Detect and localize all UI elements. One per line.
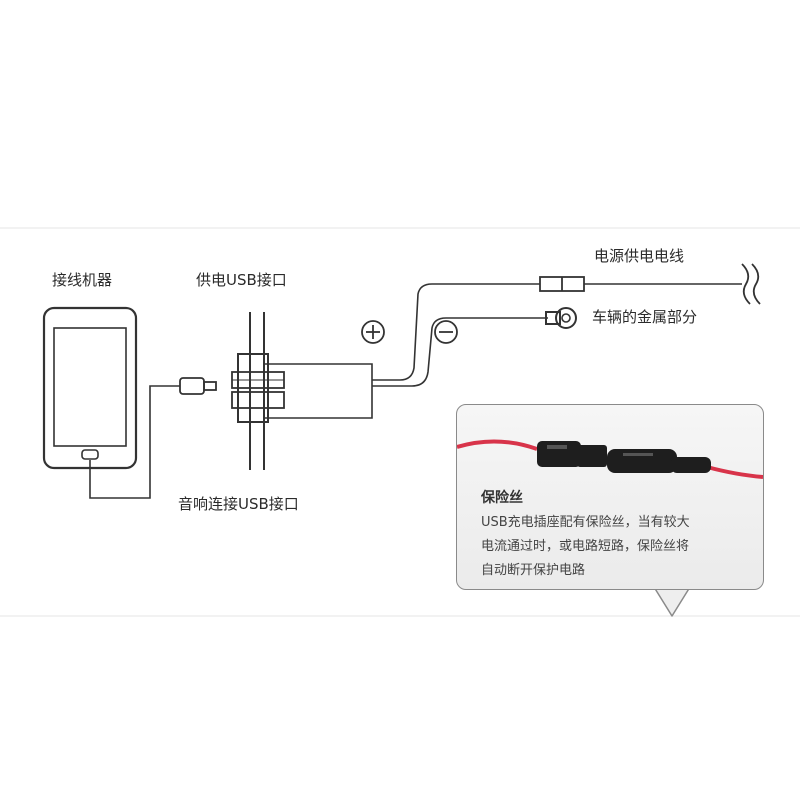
fuse-photo: [457, 439, 763, 479]
ring-terminal-icon: [545, 307, 577, 329]
fuse-title: 保险丝: [481, 490, 523, 506]
fuse-desc-line-3: 自动断开保护电路: [481, 563, 586, 578]
socket-body: [264, 363, 373, 419]
negative-wire: [372, 317, 548, 387]
wire-break-icon: [741, 263, 761, 305]
positive-wire: [372, 283, 540, 381]
phone-cable: [89, 385, 180, 499]
fuse-callout: 保险丝 USB充电插座配有保险丝，当有较大 电流通过时，或电路短路，保险丝将 自…: [456, 404, 764, 590]
vehicle-metal-label: 车辆的金属部分: [592, 308, 698, 326]
red-wire-right: [706, 465, 763, 479]
usb-socket: [231, 312, 285, 470]
minus-circle-icon: [434, 320, 458, 344]
callout-tail: [653, 586, 691, 617]
power-wire-label: 电源供电电线: [594, 247, 685, 265]
red-wire-left: [457, 439, 538, 451]
phone-icon: [42, 306, 138, 470]
device-label: 接线机器: [52, 271, 113, 289]
fuse-desc-line-1: USB充电插座配有保险丝，当有较大: [481, 515, 690, 530]
audio-usb-label: 音响连接USB接口: [178, 495, 299, 513]
plus-circle-icon: [361, 320, 385, 344]
usb-plug-icon: [179, 377, 217, 395]
inline-fuse-icon: [539, 276, 585, 292]
power-usb-label: 供电USB接口: [196, 271, 287, 289]
fuse-desc-line-2: 电流通过时，或电路短路，保险丝将: [481, 539, 690, 554]
